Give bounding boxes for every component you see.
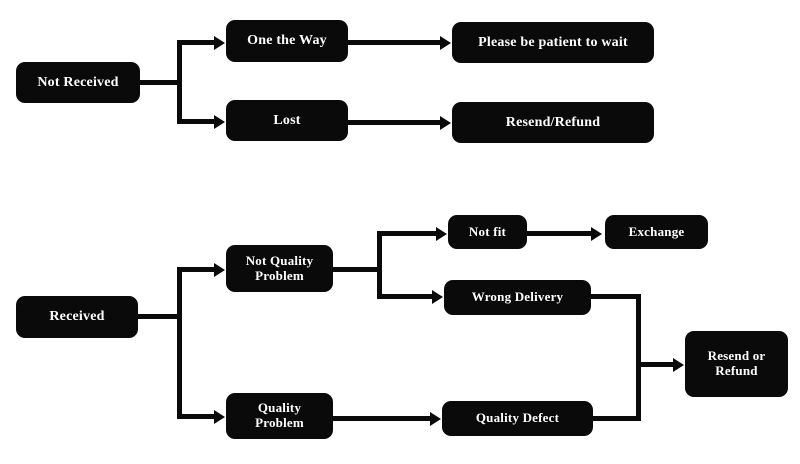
connector-quality-defect-merge — [593, 416, 641, 421]
node-resend-refund[interactable]: Resend/Refund — [452, 102, 654, 143]
node-exchange[interactable]: Exchange — [605, 215, 708, 249]
node-please-be-patient-to-wait[interactable]: Please be patient to wait — [452, 22, 654, 63]
connector-not-quality-problem-stem — [333, 267, 380, 272]
node-not-fit[interactable]: Not fit — [448, 215, 527, 249]
arrowhead-to-quality-problem — [214, 409, 225, 424]
node-resend-or-refund[interactable]: Resend or Refund — [685, 331, 788, 397]
arrowhead-to-one-the-way — [214, 35, 225, 50]
connector-one-the-way-to-please-wait — [348, 40, 445, 45]
connector-not-received-stem — [140, 80, 182, 85]
arrowhead-to-please-wait — [440, 35, 451, 50]
arrowhead-to-quality-defect — [430, 411, 441, 426]
connector-merge-vertical — [636, 294, 641, 421]
connector-quality-problem-to-quality-defect — [333, 416, 435, 421]
arrowhead-to-not-quality-problem — [214, 262, 225, 277]
connector-wrong-delivery-merge — [591, 294, 641, 299]
arrowhead-to-exchange — [591, 226, 602, 241]
connector-received-stem — [138, 314, 182, 319]
node-quality-problem[interactable]: Quality Problem — [226, 393, 333, 439]
connector-to-lost — [177, 119, 219, 124]
node-quality-defect[interactable]: Quality Defect — [442, 401, 593, 436]
arrowhead-to-resend-refund — [440, 115, 451, 130]
node-one-the-way[interactable]: One the Way — [226, 20, 348, 62]
connector-to-one-the-way — [177, 40, 219, 45]
connector-not-received-split — [177, 40, 182, 124]
connector-lost-to-resend-refund — [348, 120, 445, 125]
arrowhead-to-lost — [214, 114, 225, 129]
connector-to-not-quality-problem — [177, 267, 219, 272]
node-not-quality-problem[interactable]: Not Quality Problem — [226, 245, 333, 292]
connector-to-wrong-delivery — [377, 294, 437, 299]
arrowhead-to-wrong-delivery — [432, 289, 443, 304]
connector-received-split — [177, 267, 182, 419]
connector-not-fit-to-exchange — [527, 231, 595, 236]
connector-not-quality-split — [377, 231, 382, 299]
arrowhead-to-resend-or-refund — [673, 357, 684, 372]
node-lost[interactable]: Lost — [226, 100, 348, 141]
connector-to-quality-problem — [177, 414, 219, 419]
arrowhead-to-not-fit — [436, 226, 447, 241]
node-wrong-delivery[interactable]: Wrong Delivery — [444, 280, 591, 315]
node-not-received[interactable]: Not Received — [16, 62, 140, 103]
connector-to-not-fit — [377, 231, 441, 236]
node-received[interactable]: Received — [16, 296, 138, 338]
connector-to-resend-or-refund — [636, 362, 678, 367]
